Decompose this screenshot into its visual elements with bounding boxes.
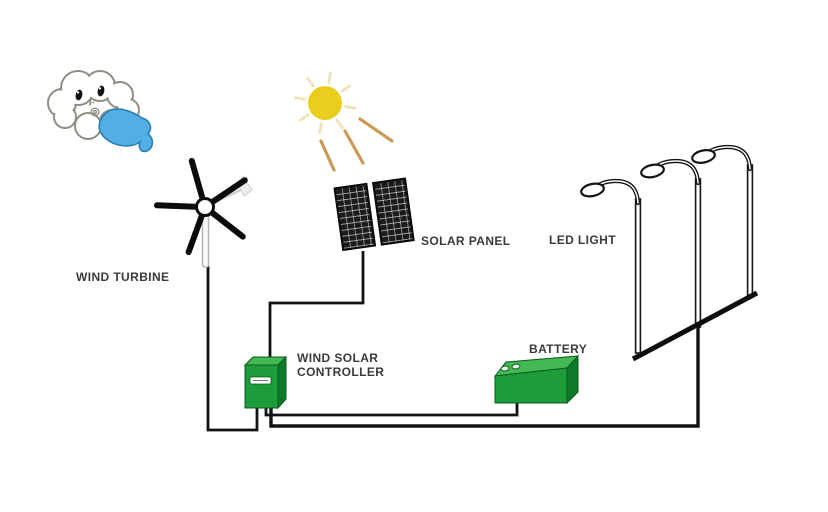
led-light-label: LED LIGHT — [549, 233, 616, 247]
wire-solarpanel-to-controller — [268, 251, 365, 360]
led-street-lights-icon — [580, 144, 759, 362]
street-light-1 — [580, 178, 642, 354]
pole-base-connection-wire — [631, 290, 759, 362]
controller-side-face — [277, 355, 287, 410]
cloud-face — [75, 85, 105, 117]
battery-terminal — [500, 365, 510, 372]
controller-label-line2: CONTROLLER — [297, 364, 385, 379]
sun-beams-toward-panel — [319, 117, 394, 172]
sun-short-rays — [294, 72, 356, 134]
solar-panel-label: SOLAR PANEL — [421, 234, 511, 248]
turbine-hub — [195, 197, 215, 217]
controller-label: WIND SOLAR CONTROLLER — [297, 351, 385, 379]
wind-turbine-label: WIND TURBINE — [76, 270, 170, 284]
battery-front-face — [494, 367, 568, 404]
wind-turbine-icon — [154, 157, 253, 268]
wire-turbine-to-controller — [206, 266, 259, 432]
wiring — [206, 251, 700, 432]
wire-controller-to-battery — [264, 401, 519, 417]
wind-swoosh-icon — [98, 108, 154, 153]
turbine-mast — [201, 213, 210, 268]
sun-disc — [308, 86, 342, 120]
street-light-2 — [640, 158, 702, 328]
battery-box-icon — [493, 354, 580, 405]
wire-controller-to-ledlights — [269, 326, 700, 428]
controller-box-icon — [243, 355, 288, 410]
controller-label-line1: WIND SOLAR — [297, 351, 379, 365]
battery-terminal — [511, 363, 521, 370]
controller-front-face — [244, 364, 279, 409]
wind-cloud-icon — [47, 70, 154, 153]
sun-icon — [294, 72, 394, 172]
solar-panel-icon — [333, 177, 420, 257]
solar-module-right — [372, 177, 415, 246]
turbine-blades — [154, 157, 248, 256]
battery-label: BATTERY — [529, 342, 588, 356]
